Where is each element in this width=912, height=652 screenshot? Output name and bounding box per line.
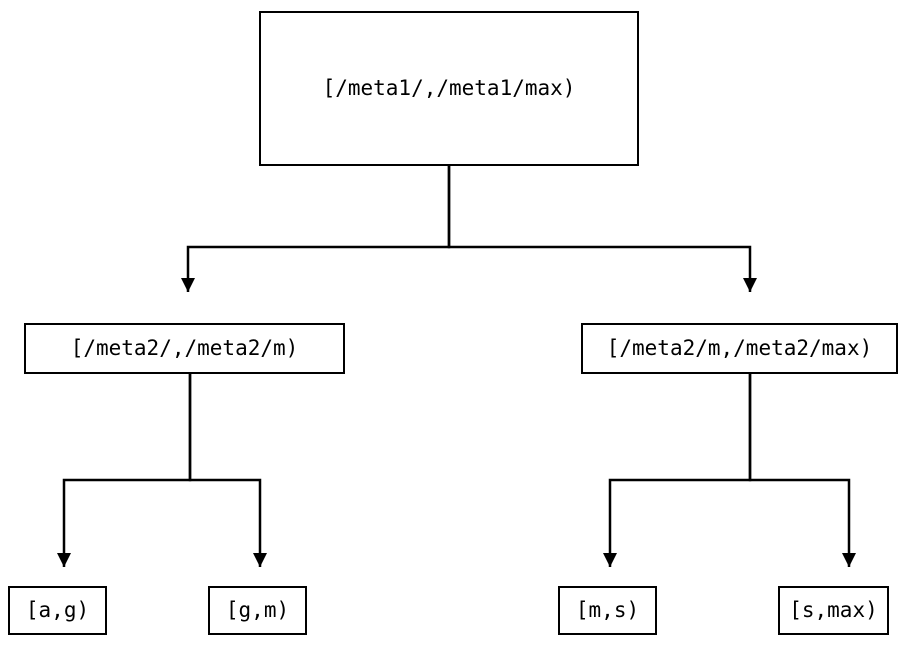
node-mid-left[interactable]: [/meta2/,/meta2/m): [24, 323, 345, 374]
node-leaf-smax[interactable]: [s,max): [778, 586, 889, 635]
node-leaf-ag[interactable]: [a,g): [8, 586, 107, 635]
edge-mid-left-to-leaf-gm: [188, 374, 267, 567]
edge-root-to-mid-right: [447, 166, 757, 292]
node-leaf-smax-label: [s,max): [789, 598, 878, 622]
node-leaf-gm[interactable]: [g,m): [208, 586, 307, 635]
node-leaf-ms-label: [m,s): [575, 598, 640, 622]
edge-mid-right-to-leaf-ms: [603, 374, 752, 567]
node-mid-left-label: [/meta2/,/meta2/m): [70, 336, 299, 360]
edge-mid-left-to-leaf-ag: [57, 374, 192, 567]
node-mid-right-label: [/meta2/m,/meta2/max): [606, 336, 873, 360]
node-leaf-gm-label: [g,m): [225, 598, 290, 622]
node-root-label: [/meta1/,/meta1/max): [322, 76, 576, 100]
node-root[interactable]: [/meta1/,/meta1/max): [259, 11, 639, 166]
edge-root-to-mid-left: [181, 166, 451, 292]
node-mid-right[interactable]: [/meta2/m,/meta2/max): [581, 323, 898, 374]
node-leaf-ms[interactable]: [m,s): [558, 586, 657, 635]
node-leaf-ag-label: [a,g): [25, 598, 90, 622]
edge-mid-right-to-leaf-smax: [748, 374, 856, 567]
